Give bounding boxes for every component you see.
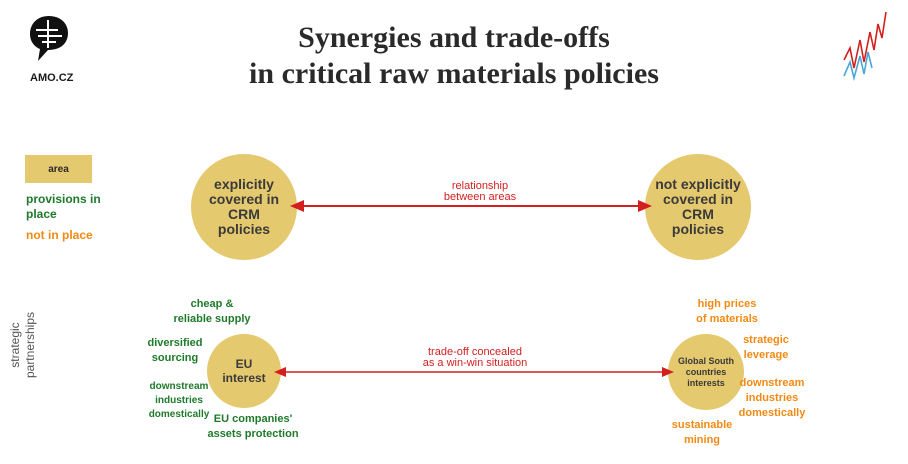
trade-off-label: trade-off concealed as a win-win situati… <box>422 346 528 369</box>
legend-area: area <box>25 155 92 183</box>
title-line-1: Synergies and trade-offs <box>298 21 610 54</box>
relationship-label: relationship between areas <box>443 180 517 203</box>
gs-strategic-leverage: strategic leverage <box>743 334 789 361</box>
eu-companies-assets-protection: EU companies' assets protection <box>207 413 299 440</box>
eu-downstream-industries: downstream industries domestically <box>148 381 210 420</box>
title-line-2: in critical raw materials policies <box>249 57 659 90</box>
eu-diversified-sourcing: diversified sourcing <box>147 337 203 364</box>
logo-icon <box>28 14 70 64</box>
relationship-arrow <box>290 200 652 212</box>
legend-not-in-place: not in place <box>26 228 93 242</box>
legend-provisions: provisions in place <box>26 192 101 221</box>
eu-cheap-reliable-supply: cheap & reliable supply <box>173 298 251 325</box>
circle-eu-interest: EU interest <box>207 334 281 408</box>
gs-sustainable-mining: sustainable mining <box>671 419 733 446</box>
trade-off-arrow <box>274 367 674 377</box>
zigzag-chart-icon <box>842 10 888 82</box>
strategic-partnerships-label: strategic partnerships <box>8 311 37 379</box>
circle-not-explicitly-covered: not explicitly covered in CRM policies <box>645 154 751 260</box>
circle-explicitly-covered: explicitly covered in CRM policies <box>191 154 297 260</box>
circle-global-south-interests: Global South countries interests <box>668 334 744 410</box>
page-title: Synergies and trade-offs in critical raw… <box>0 20 908 92</box>
brand-name: AMO.CZ <box>30 72 74 84</box>
gs-high-prices: high prices of materials <box>696 298 758 325</box>
gs-downstream-industries: downstream industries domestically <box>738 377 806 419</box>
